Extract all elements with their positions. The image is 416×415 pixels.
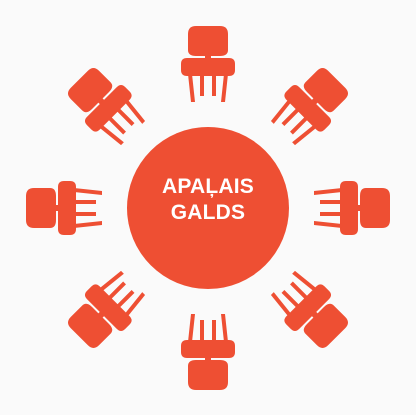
- chair-icon: [60, 60, 153, 153]
- chair-icon: [60, 263, 153, 356]
- chair-icon: [181, 26, 235, 102]
- chair-icon: [263, 60, 356, 153]
- chair-icon: [26, 181, 102, 235]
- chair-icon: [181, 314, 235, 390]
- chair-icon: [263, 263, 356, 356]
- table-label: APAĻAIS GALDS: [140, 174, 276, 226]
- table-label-line-2: GALDS: [170, 201, 246, 224]
- chair-icon: [314, 181, 390, 235]
- table-label-line-1: APAĻAIS: [161, 175, 254, 198]
- table-circle: [127, 127, 289, 289]
